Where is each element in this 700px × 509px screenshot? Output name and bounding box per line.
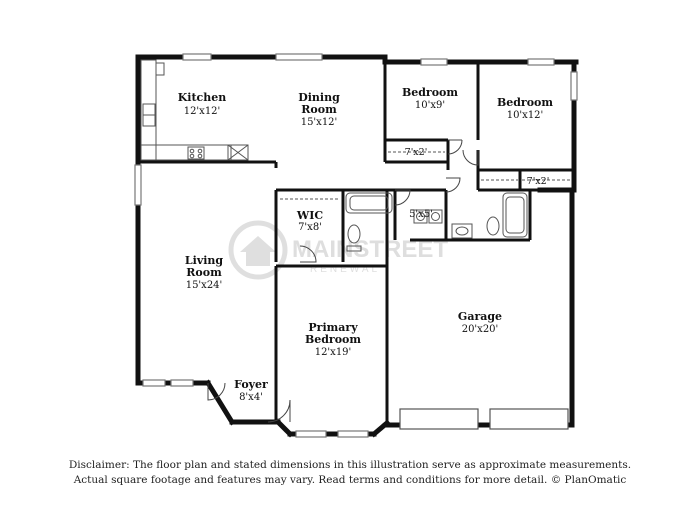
watermark-subtext: RENEWAL — [310, 264, 380, 275]
room-label-wic: WIC 7'x8' — [296, 209, 323, 233]
room-dimensions: 10'x12' — [507, 110, 544, 121]
room-name: Room — [301, 103, 337, 116]
pantry-icon — [155, 62, 165, 76]
room-dimensions: 12'x12' — [184, 106, 221, 117]
room-label-foyer: Foyer 8'x4' — [234, 378, 268, 403]
room-name: Dining — [298, 91, 340, 104]
room-name: Bedroom — [402, 86, 458, 99]
disclaimer-line-2: Actual square footage and features may v… — [73, 474, 627, 486]
room-dimensions: 8'x4' — [239, 392, 263, 403]
garage-doors — [399, 408, 569, 430]
room-label-garage: Garage 20'x20' — [458, 310, 502, 335]
toilet-icon — [347, 224, 361, 244]
doors — [207, 139, 479, 423]
room-dimensions: 7'x8' — [298, 222, 322, 233]
room-dimensions: 7'x2' — [527, 176, 550, 187]
room-dimensions: 12'x19' — [315, 347, 352, 358]
window — [275, 53, 323, 61]
stove-icon — [187, 146, 205, 160]
kitchen-counter — [140, 144, 232, 161]
watermark-logo-icon — [228, 220, 288, 280]
door-swing — [445, 177, 461, 193]
room-name: Kitchen — [178, 91, 227, 104]
windows — [134, 53, 578, 438]
watermark: MAINSTREET RENEWAL — [228, 220, 448, 280]
door-swing — [267, 399, 291, 423]
room-label-closet-b: 7'x2' — [527, 176, 550, 187]
window — [337, 430, 369, 438]
room-dimensions: 10'x9' — [415, 100, 445, 111]
room-dimensions: 7'x2' — [405, 147, 428, 158]
window — [170, 379, 194, 387]
room-label-closet-a: 7'x2' — [405, 147, 428, 158]
disclaimer-line-1: Disclaimer: The floor plan and stated di… — [68, 459, 632, 471]
room-name: Foyer — [234, 378, 268, 391]
door-swing — [207, 382, 226, 401]
room-label-primary-bedroom: Primary Bedroom 12'x19' — [305, 321, 361, 358]
room-label-dining: Dining Room 15'x12' — [298, 91, 340, 128]
sink-icon — [451, 223, 473, 239]
room-name: Bedroom — [497, 96, 553, 109]
room-name: Garage — [458, 310, 502, 323]
room-label-living: Living Room 15'x24' — [185, 254, 223, 291]
room-name: Primary — [308, 321, 358, 334]
fridge-icon — [227, 144, 249, 161]
window — [134, 164, 142, 206]
room-label-kitchen: Kitchen 12'x12' — [178, 91, 227, 117]
window — [142, 379, 166, 387]
room-dimensions: 15'x24' — [186, 280, 223, 291]
garage-door — [399, 408, 479, 430]
window — [420, 58, 448, 66]
fixtures — [140, 59, 570, 252]
bathtub-icon — [502, 192, 528, 238]
door-swing — [299, 245, 317, 263]
room-name: Room — [186, 266, 222, 279]
window — [570, 71, 578, 101]
room-label-bedroom-a: Bedroom 10'x9' — [402, 86, 458, 111]
washer-icon — [413, 209, 428, 224]
room-label-bath-closet: 5'x5' — [409, 209, 433, 220]
room-dimensions: 5'x5' — [409, 209, 433, 220]
door-swing — [462, 149, 479, 166]
interior-walls — [138, 60, 574, 425]
room-dimensions: 20'x20' — [462, 324, 499, 335]
room-dimensions: 15'x12' — [301, 117, 338, 128]
window — [295, 430, 327, 438]
disclaimer: Disclaimer: The floor plan and stated di… — [0, 458, 700, 488]
room-label-bedroom-b: Bedroom 10'x12' — [497, 96, 553, 121]
room-name: WIC — [296, 209, 323, 222]
room-name: Bedroom — [305, 333, 361, 346]
room-name: Living — [185, 254, 223, 267]
window — [527, 58, 555, 66]
door-swing — [447, 139, 463, 155]
door-swing — [394, 189, 411, 206]
garage-door — [489, 408, 569, 430]
dryer-icon — [428, 209, 443, 224]
window — [182, 53, 212, 61]
toilet-icon — [486, 216, 500, 236]
bathtub-icon — [345, 192, 393, 214]
